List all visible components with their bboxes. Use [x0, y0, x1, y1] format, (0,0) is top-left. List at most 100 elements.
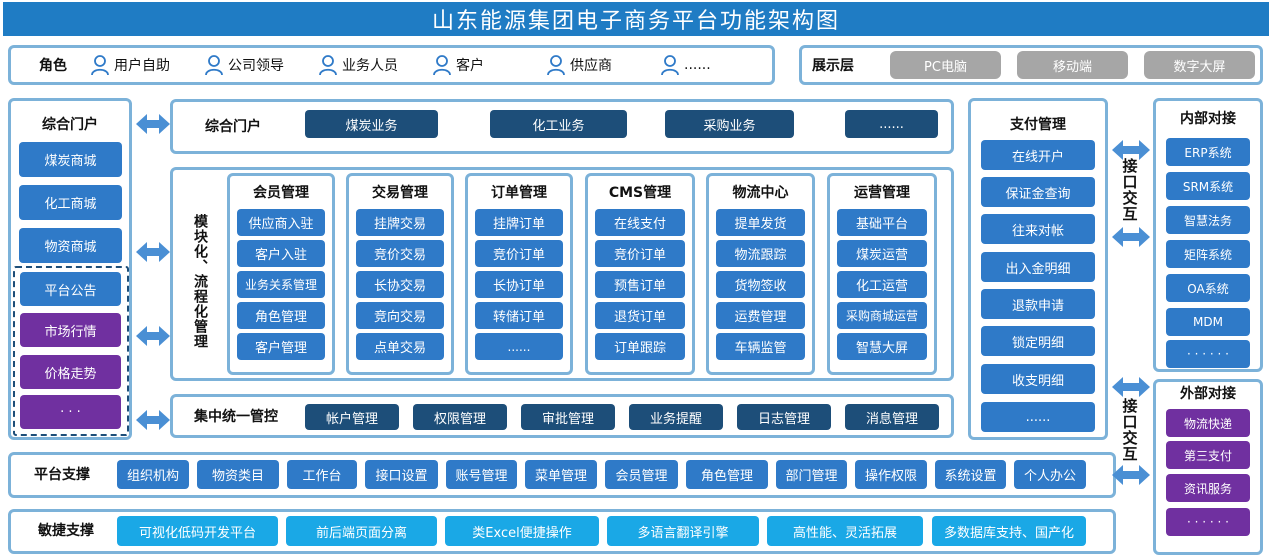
interface-label-top: 接口交互	[1119, 158, 1141, 224]
central-item: 审批管理	[521, 404, 615, 430]
platform-label: 平台支撑	[34, 467, 90, 483]
arrow-modules-top-icon	[136, 242, 170, 262]
platform-item: 工作台	[287, 460, 357, 489]
central-label: 集中统一管控	[194, 409, 278, 425]
central-item: 权限管理	[413, 404, 507, 430]
display-item: 数字大屏	[1144, 51, 1255, 79]
module-title: CMS管理	[608, 185, 672, 201]
module-item: 运费管理	[716, 302, 805, 329]
internal-title: 内部对接	[1180, 111, 1236, 127]
module-item: 供应商入驻	[237, 209, 325, 236]
module-item: 煤炭运营	[837, 240, 927, 267]
module-title: 运营管理	[854, 185, 910, 201]
module-item: 退货订单	[595, 302, 685, 329]
internal-item: 智慧法务	[1166, 206, 1250, 234]
platform-item: 组织机构	[117, 460, 189, 489]
agile-item: 高性能、灵活拓展	[767, 516, 923, 546]
role-item: 客户	[432, 52, 484, 78]
module-item: 采购商城运营	[837, 302, 927, 329]
left-portal-item: 煤炭商城	[19, 142, 122, 177]
platform-item: 接口设置	[365, 460, 438, 489]
external-item: 第三支付	[1166, 441, 1250, 469]
payment-item: ......	[981, 402, 1095, 432]
module-item: 点单交易	[356, 333, 444, 360]
module-item: 预售订单	[595, 271, 685, 298]
modular-label: 模块化、流程化管理	[188, 214, 212, 364]
payment-item: 保证金查询	[981, 177, 1095, 207]
platform-item: 物资类目	[197, 460, 279, 489]
role-item: 用户自助	[90, 52, 170, 78]
arrow-external-2-icon	[1112, 465, 1150, 485]
internal-item: 矩阵系统	[1166, 240, 1250, 268]
module-title: 会员管理	[253, 185, 309, 201]
module-item: 提单发货	[716, 209, 805, 236]
module-item: 化工运营	[837, 271, 927, 298]
module-item: 智慧大屏	[837, 333, 927, 360]
role-item: 供应商	[546, 52, 612, 78]
module-item: ......	[475, 333, 563, 360]
left-portal-dashed-group	[13, 266, 129, 436]
payment-item: 在线开户	[981, 140, 1095, 170]
display-item: PC电脑	[890, 51, 1001, 79]
module-item: 物流跟踪	[716, 240, 805, 267]
module-item: 竞价交易	[356, 240, 444, 267]
payment-item: 退款申请	[981, 289, 1095, 319]
platform-item: 部门管理	[776, 460, 847, 489]
arrow-internal-2-icon	[1112, 227, 1150, 247]
module-title: 订单管理	[491, 185, 547, 201]
user-icon	[432, 54, 456, 76]
role-label: 客户	[456, 58, 484, 74]
agile-item: 前后端页面分离	[286, 516, 437, 546]
agile-item: 可视化低码开发平台	[117, 516, 278, 546]
module-item: 在线支付	[595, 209, 685, 236]
module-item: 订单跟踪	[595, 333, 685, 360]
modular-label-text: 模块化、流程化管理	[192, 214, 208, 349]
arrow-modules-bottom-icon	[136, 326, 170, 346]
role-label: ......	[684, 57, 711, 73]
module-title: 交易管理	[372, 185, 428, 201]
page-title: 山东能源集团电子商务平台功能架构图	[3, 2, 1269, 36]
internal-item: ERP系统	[1166, 138, 1250, 166]
module-item: 竞价订单	[475, 240, 563, 267]
platform-item: 角色管理	[686, 460, 768, 489]
left-dashed-item: · · ·	[20, 395, 121, 429]
interface-label-top-text: 接口交互	[1120, 158, 1139, 222]
platform-item: 菜单管理	[525, 460, 597, 489]
arrow-central-icon	[136, 410, 170, 430]
module-item: 业务关系管理	[237, 271, 325, 298]
user-icon	[660, 54, 684, 76]
module-item: 货物签收	[716, 271, 805, 298]
left-dashed-item: 市场行情	[20, 313, 121, 347]
role-label: 业务人员	[342, 58, 398, 74]
platform-item: 账号管理	[446, 460, 517, 489]
module-item: 角色管理	[237, 302, 325, 329]
external-item: · · · · · ·	[1166, 508, 1250, 536]
portal-row-item: 化工业务	[490, 110, 627, 138]
left-portal-item: 物资商城	[19, 228, 122, 263]
agile-label: 敏捷支撑	[38, 523, 94, 539]
roles-label: 角色	[39, 58, 67, 74]
platform-item: 系统设置	[935, 460, 1006, 489]
module-item: 长协订单	[475, 271, 563, 298]
module-item: 竞价订单	[595, 240, 685, 267]
platform-item: 个人办公	[1014, 460, 1086, 489]
module-item: 客户入驻	[237, 240, 325, 267]
display-label: 展示层	[812, 58, 854, 74]
left-portal-title: 综合门户	[42, 117, 98, 133]
platform-item: 会员管理	[605, 460, 678, 489]
internal-item: OA系统	[1166, 274, 1250, 302]
portal-row-item: ......	[845, 110, 938, 138]
role-label: 供应商	[570, 58, 612, 74]
payment-item: 往来对帐	[981, 214, 1095, 244]
user-icon	[204, 54, 228, 76]
portal-row-item: 煤炭业务	[305, 110, 438, 138]
module-item: 基础平台	[837, 209, 927, 236]
module-item: 车辆监管	[716, 333, 805, 360]
internal-item: SRM系统	[1166, 172, 1250, 200]
role-label: 公司领导	[228, 58, 284, 74]
agile-item: 多语言翻译引擎	[607, 516, 759, 546]
internal-item: · · · · · ·	[1166, 340, 1250, 368]
central-item: 帐户管理	[305, 404, 399, 430]
left-dashed-item: 平台公告	[20, 272, 121, 306]
left-portal-item: 化工商城	[19, 185, 122, 220]
